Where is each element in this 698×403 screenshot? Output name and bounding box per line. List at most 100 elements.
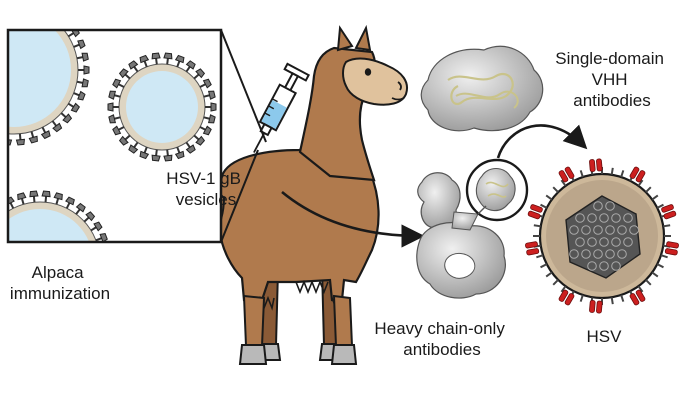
vhh-surface xyxy=(420,45,544,132)
envelope-spike xyxy=(560,179,567,187)
gB-spike xyxy=(61,17,71,27)
capsomer xyxy=(599,213,609,223)
syringe-tick xyxy=(271,98,278,103)
capsomer xyxy=(599,261,609,271)
gB-spike xyxy=(112,78,125,89)
gB-spike xyxy=(203,114,216,124)
envelope-spike xyxy=(645,186,652,193)
capsomer xyxy=(581,249,591,259)
inset-border xyxy=(6,28,223,244)
gB-glycoprotein-red xyxy=(629,166,646,183)
envelope-spike xyxy=(610,297,614,305)
capsomer xyxy=(617,249,627,259)
envelope-spike xyxy=(656,263,664,269)
capsomer xyxy=(623,237,633,247)
envelope-spike xyxy=(552,186,559,193)
gB-glycoprotein-red xyxy=(558,289,575,306)
capsomer xyxy=(611,213,621,223)
gB-glycoproteins xyxy=(107,52,217,162)
capsomer xyxy=(599,237,609,247)
syringe xyxy=(253,62,310,153)
envelope-spike xyxy=(579,170,584,178)
arrow-vhh-to-hsv xyxy=(496,124,588,159)
vhh-antibody-structure xyxy=(420,45,544,132)
gB-spike xyxy=(66,316,74,327)
capsomer xyxy=(605,201,615,211)
gB-spike xyxy=(41,190,51,203)
envelope-spike xyxy=(610,167,614,175)
capsomer xyxy=(629,225,639,235)
envelope-spike xyxy=(656,203,664,209)
gB-spike xyxy=(139,146,150,160)
gB-spike xyxy=(67,30,80,38)
alpaca-face xyxy=(342,57,408,106)
gB-spike xyxy=(100,258,111,266)
gB-spike xyxy=(6,316,14,327)
gB-spike xyxy=(17,192,27,205)
label-vhh-antibodies: Single-domain VHH antibodies xyxy=(555,49,668,110)
gB-spike xyxy=(112,125,125,136)
heavy-chain-hinge xyxy=(451,211,479,231)
capsomer xyxy=(569,249,579,259)
capsomer xyxy=(575,213,585,223)
gB-spike xyxy=(95,232,108,242)
capsomer xyxy=(611,261,621,271)
capsomer xyxy=(575,237,585,247)
syringe-tick xyxy=(268,105,275,110)
label-vesicles: HSV-1 gB vesicles xyxy=(166,169,245,209)
gB-glycoprotein-red xyxy=(558,166,575,183)
envelope-spike xyxy=(579,294,584,302)
gB-spike xyxy=(203,90,216,100)
gB-spike xyxy=(90,221,103,232)
vesicle-lumen xyxy=(8,209,90,242)
gB-glycoprotein-red xyxy=(589,299,603,314)
gB-spike xyxy=(30,322,38,333)
gB-spike xyxy=(84,302,94,312)
gB-spike xyxy=(99,246,110,254)
envelope-spike xyxy=(540,203,548,209)
syringe-needle xyxy=(253,132,266,153)
envelope-spike xyxy=(637,285,644,293)
gB-spike xyxy=(76,310,85,321)
envelope-spike xyxy=(620,170,625,178)
gB-glycoprotein-red xyxy=(589,158,603,173)
gB-spike xyxy=(174,54,185,68)
envelope-spike xyxy=(660,254,668,259)
gB-spike xyxy=(8,196,15,209)
gB-glycoprotein-red xyxy=(525,241,540,256)
envelope-spike xyxy=(651,271,659,278)
gB-spike xyxy=(163,149,173,162)
alpaca-nose xyxy=(397,81,402,91)
vhh-ribbon xyxy=(455,90,519,109)
gB-spike xyxy=(118,68,131,80)
capsomer xyxy=(587,261,597,271)
envelope-spike xyxy=(545,194,553,201)
heavy-chain-fc-cavity xyxy=(444,253,476,279)
label-alpaca-immunization: Alpaca immunization xyxy=(10,263,110,303)
gB-spike xyxy=(73,39,86,50)
syringe-tick xyxy=(264,112,271,117)
gB-spike xyxy=(42,2,50,13)
gB-spike xyxy=(29,0,37,8)
gB-spike xyxy=(108,90,121,100)
gB-spike xyxy=(83,211,96,223)
envelope-spike xyxy=(545,271,553,278)
gB-glycoprotein-red xyxy=(629,289,646,306)
envelope-spike xyxy=(536,254,544,259)
hsv-capsid-pattern xyxy=(569,201,639,271)
gB-spike xyxy=(15,133,26,146)
gB-glycoprotein-red xyxy=(661,204,677,220)
vesicle-lumen xyxy=(126,71,198,143)
gB-spike xyxy=(193,134,206,146)
gB-spike xyxy=(163,52,173,65)
vesicle-inset xyxy=(6,0,267,333)
capsomer xyxy=(581,225,591,235)
gB-spike xyxy=(151,52,161,65)
gB-spike xyxy=(76,52,89,62)
envelope-spike xyxy=(637,179,644,187)
gB-spike xyxy=(185,60,196,73)
alpaca-ear-right xyxy=(354,24,372,52)
envelope-spike xyxy=(540,263,548,269)
vhh-ribbon xyxy=(485,181,509,198)
